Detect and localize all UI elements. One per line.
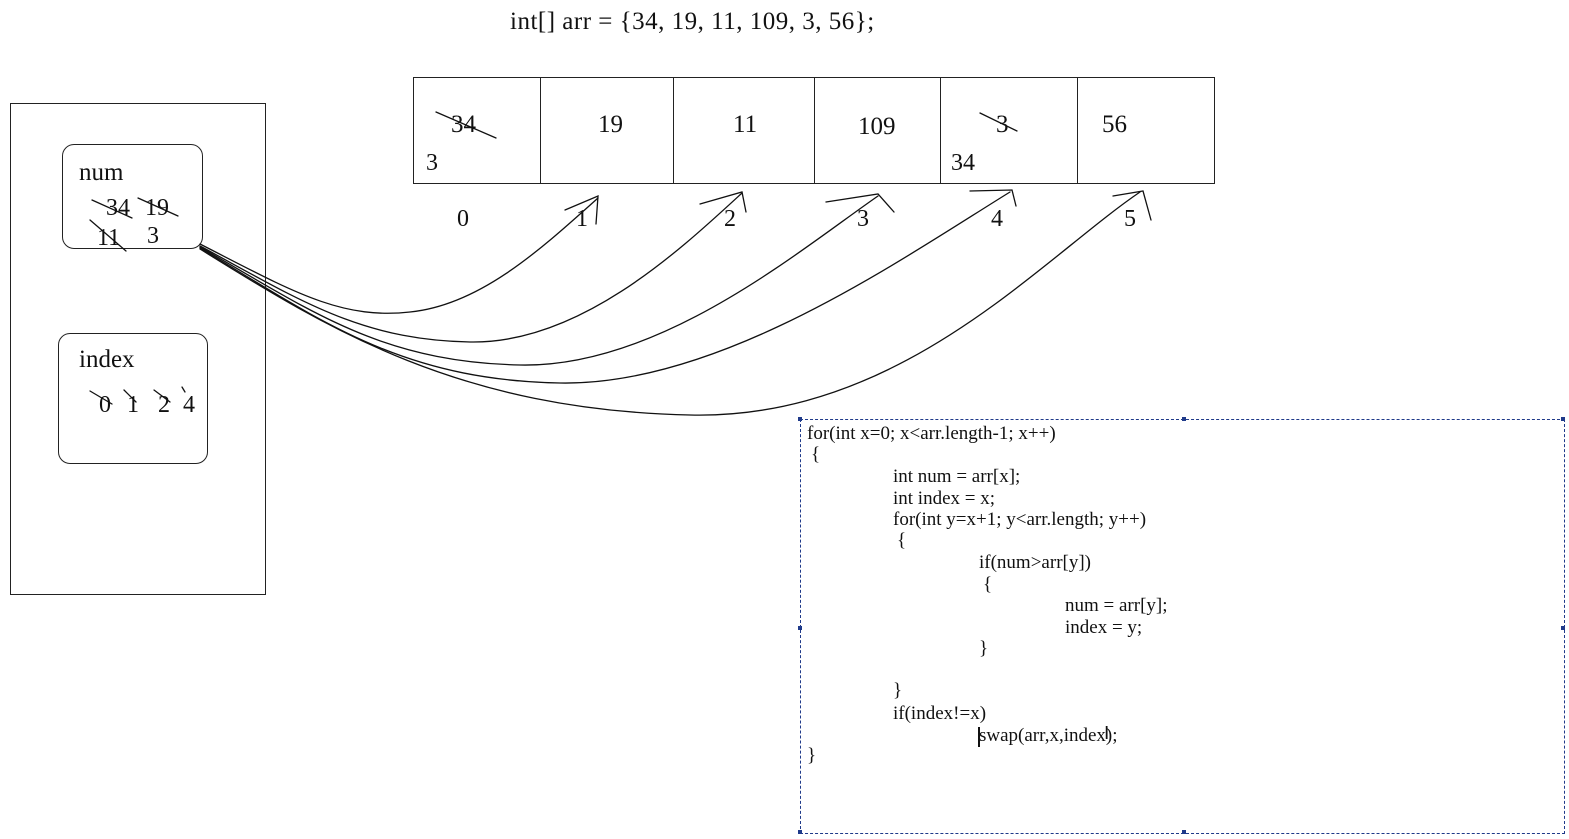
code-line: index = y;: [1065, 617, 1143, 638]
i-beam-cursor-icon: I: [1104, 723, 1110, 744]
array-cell-0: 34 3: [414, 78, 541, 183]
code-line: {: [983, 574, 993, 595]
index-label-5: 5: [1124, 206, 1136, 232]
arrow-to-index-3: [199, 195, 879, 366]
array-cell-4: 3 34: [941, 78, 1078, 183]
index-label-1: 1: [576, 206, 588, 232]
code-line: {: [811, 444, 821, 465]
index-label-4: 4: [991, 206, 1003, 232]
arrow-to-index-4: [199, 191, 1011, 384]
resize-handle[interactable]: [1561, 626, 1565, 630]
num-value-crossed: 11: [97, 225, 121, 251]
resize-handle[interactable]: [798, 830, 802, 834]
resize-handle[interactable]: [798, 417, 802, 421]
index-variable-box: index 0 1 2 4: [58, 333, 208, 464]
index-label-3: 3: [857, 206, 869, 232]
cell-value-crossed: 3: [996, 111, 1009, 138]
code-line: num = arr[y];: [1065, 595, 1168, 616]
code-line: if(num>arr[y]): [979, 552, 1091, 573]
array-cell-2: 11: [674, 78, 815, 183]
array-cell-5: 56: [1078, 78, 1213, 183]
cell-value: 11: [733, 111, 758, 138]
memory-frame: num 34 19 11 3 index 0 1 2 4: [10, 103, 266, 595]
cell-value: 56: [1102, 111, 1127, 138]
cell-new-value: 3: [426, 150, 438, 176]
resize-handle[interactable]: [1182, 830, 1186, 834]
array-cell-3: 109: [815, 78, 941, 183]
resize-handle[interactable]: [798, 626, 802, 630]
code-line: for(int x=0; x<arr.length-1; x++): [807, 423, 1056, 444]
index-value-crossed: 0: [99, 392, 111, 418]
code-line: int num = arr[x];: [893, 466, 1021, 487]
text-caret: [978, 727, 980, 747]
cell-value: 109: [858, 113, 896, 140]
cell-new-value: 34: [951, 150, 975, 176]
num-variable-box: num 34 19 11 3: [62, 144, 203, 251]
index-value-crossed: 2: [158, 392, 170, 418]
index-label-2: 2: [724, 206, 736, 232]
resize-handle[interactable]: [1182, 417, 1186, 421]
code-line: swap(arr,x,index);: [979, 725, 1118, 746]
code-line: {: [897, 530, 907, 551]
cell-value: 19: [598, 111, 623, 138]
code-line: }: [979, 638, 989, 659]
arrowhead: [699, 191, 747, 213]
num-label: num: [79, 159, 124, 186]
index-current-value: 4: [183, 392, 195, 418]
index-label-0: 0: [457, 206, 469, 232]
num-current-value: 3: [147, 223, 159, 249]
code-line: }: [807, 745, 817, 766]
code-line: }: [893, 680, 903, 701]
code-line: int index = x;: [893, 488, 996, 509]
code-text-box[interactable]: for(int x=0; x<arr.length-1; x++) { int …: [798, 417, 1565, 834]
code-line: for(int y=x+1; y<arr.length; y++): [893, 509, 1147, 530]
array-cells: 34 3 19 11 109 3 34 56: [413, 77, 1215, 184]
num-value-crossed: 34: [106, 195, 130, 221]
index-label: index: [79, 346, 135, 373]
cell-value-crossed: 34: [451, 111, 476, 138]
array-declaration: int[] arr = {34, 19, 11, 109, 3, 56};: [510, 8, 875, 35]
code-line: if(index!=x): [893, 703, 987, 724]
array-cell-1: 19: [541, 78, 674, 183]
index-value-crossed: 1: [127, 392, 139, 418]
resize-handle[interactable]: [1561, 417, 1565, 421]
arrow-to-index-2: [199, 192, 743, 343]
num-value-crossed: 19: [145, 195, 169, 221]
arrowhead: [969, 189, 1017, 207]
